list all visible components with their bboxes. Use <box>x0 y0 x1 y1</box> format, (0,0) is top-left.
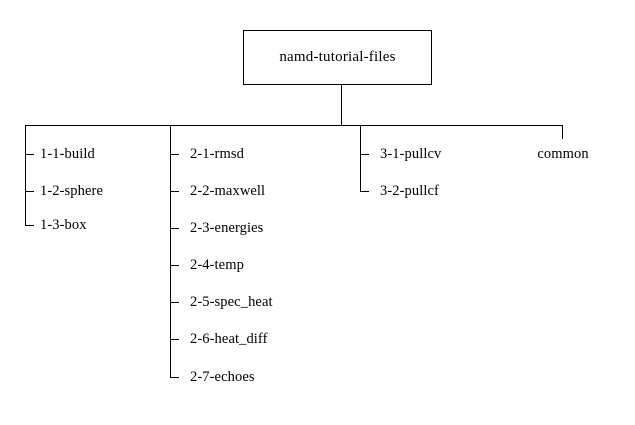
tree-leaf-label: 3-1-pullcv <box>380 145 442 162</box>
tree-leaf-label: 1-2-sphere <box>40 182 104 199</box>
leaf-dash-icon <box>170 228 179 229</box>
tree-leaf-2-7[interactable]: 2-7-echoes <box>170 367 255 387</box>
tree-leaf-label: 2-7-echoes <box>190 368 255 385</box>
tree-leaf-label: 2-4-temp <box>190 256 244 273</box>
branch-bus-connector <box>25 125 563 126</box>
tree-leaf-label: 3-2-pullcf <box>380 182 439 199</box>
root-stem-connector <box>341 85 342 126</box>
tree-leaf-label: 2-1-rmsd <box>190 145 244 162</box>
branch-1-spine <box>25 125 26 225</box>
tree-leaf-1-3[interactable]: 1-3-box <box>25 215 87 235</box>
tree-leaf-common[interactable]: common <box>527 144 599 164</box>
leaf-dash-icon <box>170 377 179 378</box>
root-node-box: namd-tutorial-files <box>243 30 432 85</box>
tree-leaf-label: 2-3-energies <box>190 219 264 236</box>
root-node-label: namd-tutorial-files <box>279 49 396 65</box>
tree-leaf-2-1[interactable]: 2-1-rmsd <box>170 144 244 164</box>
leaf-dash-icon <box>170 154 179 155</box>
leaf-dash-icon <box>170 302 179 303</box>
leaf-dash-icon <box>170 339 179 340</box>
tree-leaf-2-5[interactable]: 2-5-spec_heat <box>170 292 273 312</box>
tree-leaf-label: 1-1-build <box>40 145 95 162</box>
tree-leaf-1-1[interactable]: 1-1-build <box>25 144 95 164</box>
leaf-dash-icon <box>170 191 179 192</box>
tree-leaf-1-2[interactable]: 1-2-sphere <box>25 181 103 201</box>
tree-leaf-2-3[interactable]: 2-3-energies <box>170 218 263 238</box>
leaf-dash-icon <box>360 154 369 155</box>
tree-leaf-2-2[interactable]: 2-2-maxwell <box>170 181 265 201</box>
branch-2-spine <box>170 125 171 377</box>
tree-leaf-label: 2-2-maxwell <box>190 182 266 199</box>
leaf-dash-icon <box>170 265 179 266</box>
tree-leaf-2-6[interactable]: 2-6-heat_diff <box>170 329 268 349</box>
tree-leaf-label: 2-6-heat_diff <box>190 330 268 347</box>
tree-leaf-2-4[interactable]: 2-4-temp <box>170 255 244 275</box>
tree-leaf-3-2[interactable]: 3-2-pullcf <box>360 181 439 201</box>
leaf-dash-icon <box>360 191 369 192</box>
tree-leaf-3-1[interactable]: 3-1-pullcv <box>360 144 441 164</box>
leaf-dash-icon <box>25 225 34 226</box>
leaf-dash-icon <box>25 154 34 155</box>
leaf-dash-icon <box>25 191 34 192</box>
tree-leaf-label: common <box>537 145 589 162</box>
branch-3-spine <box>360 125 361 191</box>
branch-4-spine <box>562 125 563 139</box>
tree-leaf-label: 2-5-spec_heat <box>190 293 273 310</box>
tree-leaf-label: 1-3-box <box>40 216 87 233</box>
